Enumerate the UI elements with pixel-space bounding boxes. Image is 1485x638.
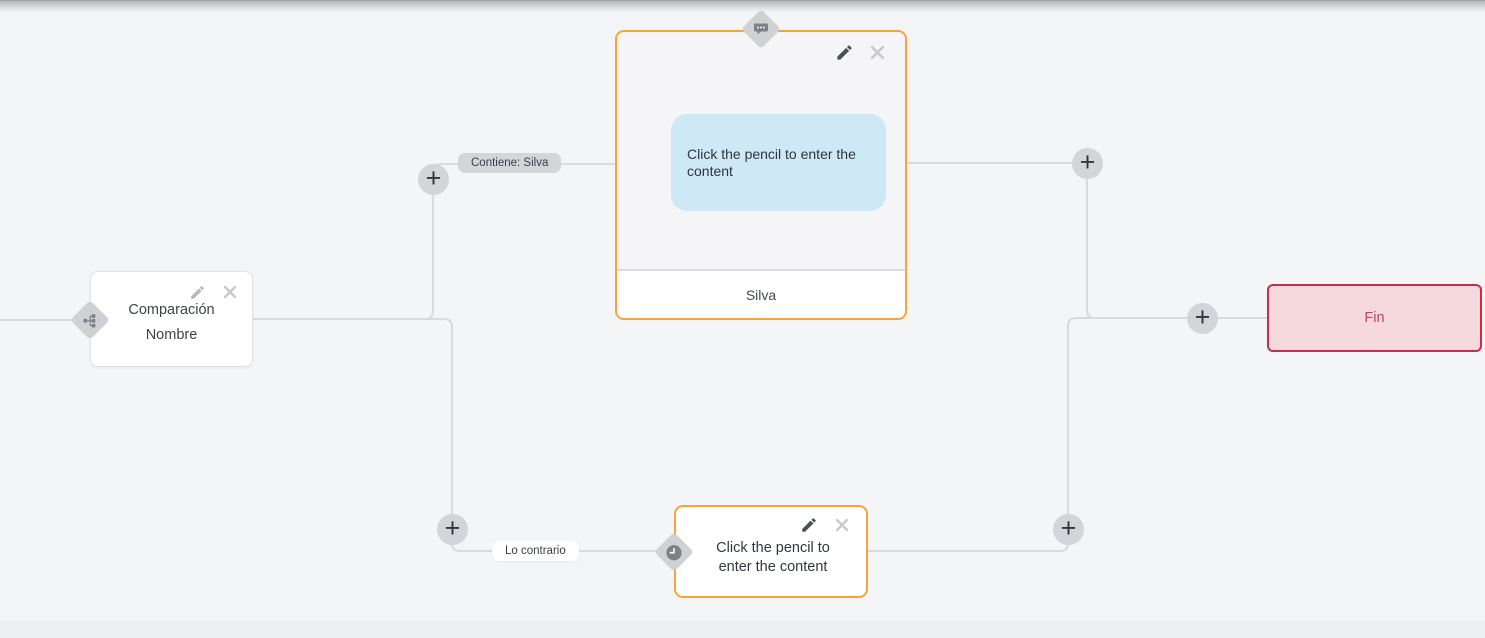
comparison-node-subtitle: Nombre bbox=[145, 327, 198, 343]
chat-bubble-icon bbox=[753, 21, 769, 37]
end-node[interactable]: Fin bbox=[1267, 284, 1482, 352]
message-node-badge bbox=[741, 9, 781, 49]
delay-node-box: Click the pencil to enter the content bbox=[674, 505, 868, 598]
add-node-button-condition[interactable]: + bbox=[418, 164, 449, 195]
edge-otherwise-branch bbox=[253, 318, 658, 552]
message-node-name: Silva bbox=[745, 286, 777, 303]
message-node-footer: Silva bbox=[617, 269, 905, 318]
message-node[interactable]: Click the pencil to enter the content Si… bbox=[615, 30, 907, 320]
add-node-button-before-end[interactable]: + bbox=[1187, 303, 1218, 334]
comparison-node[interactable]: Comparación Nombre bbox=[90, 271, 253, 367]
delay-node-text: Click the pencil to enter the content bbox=[716, 539, 830, 575]
bottom-strip bbox=[0, 621, 1485, 638]
delay-node[interactable]: Click the pencil to enter the content bbox=[674, 505, 868, 598]
close-icon[interactable] bbox=[867, 42, 887, 62]
plus-icon: + bbox=[1079, 147, 1096, 177]
comparison-node-badge bbox=[70, 300, 110, 340]
close-icon[interactable] bbox=[220, 282, 240, 302]
edit-pencil-icon[interactable] bbox=[187, 282, 207, 302]
edge-label-otherwise-text: Lo contrario bbox=[505, 545, 566, 557]
plus-icon: + bbox=[444, 513, 461, 543]
plus-icon: + bbox=[1060, 513, 1077, 543]
comparison-node-box: Comparación Nombre bbox=[90, 271, 253, 367]
edit-pencil-icon[interactable] bbox=[834, 42, 854, 62]
edge-message-to-end bbox=[907, 162, 1267, 319]
edge-delay-to-end bbox=[868, 317, 1267, 552]
end-node-box: Fin bbox=[1267, 284, 1482, 352]
add-node-button-otherwise[interactable]: + bbox=[437, 514, 468, 545]
add-node-button-after-message[interactable]: + bbox=[1072, 148, 1103, 179]
delay-node-badge bbox=[654, 532, 694, 572]
add-node-button-after-delay[interactable]: + bbox=[1053, 514, 1084, 545]
edit-pencil-icon[interactable] bbox=[799, 515, 819, 535]
edge-label-condition: Contiene: Silva bbox=[458, 153, 562, 173]
hierarchy-icon bbox=[83, 313, 98, 328]
message-node-box: Click the pencil to enter the content Si… bbox=[615, 30, 907, 320]
end-node-label: Fin bbox=[1364, 310, 1385, 326]
edge-label-condition-text: Contiene: Silva bbox=[471, 157, 549, 169]
message-bubble-text: Click the pencil to enter the content bbox=[687, 145, 856, 179]
top-toolbar-shadow bbox=[0, 0, 1485, 12]
plus-icon: + bbox=[425, 163, 442, 193]
close-icon[interactable] bbox=[832, 515, 852, 535]
edge-label-otherwise: Lo contrario bbox=[492, 541, 579, 561]
comparison-node-title: Comparación bbox=[128, 302, 215, 318]
plus-icon: + bbox=[1194, 302, 1211, 332]
message-bubble: Click the pencil to enter the content bbox=[671, 114, 886, 211]
clock-icon bbox=[665, 543, 684, 562]
